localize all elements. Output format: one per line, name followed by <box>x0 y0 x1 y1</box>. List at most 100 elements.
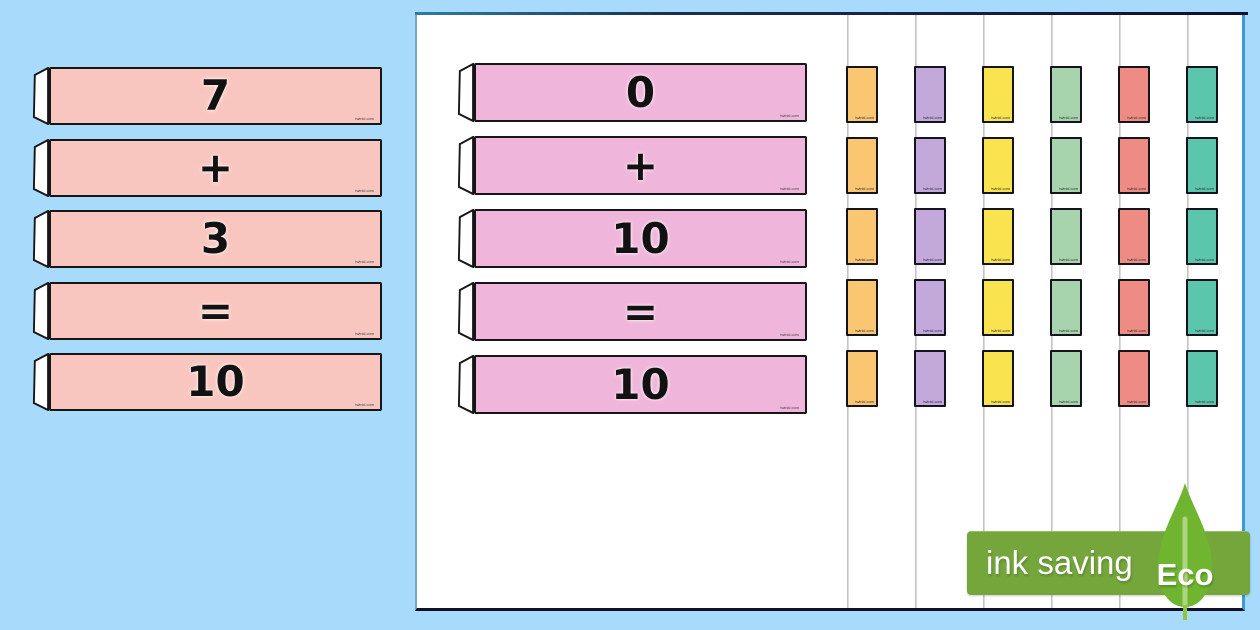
watermark: twinkl.com <box>855 399 874 404</box>
strip-end-purple-5: twinkl.com <box>914 350 946 407</box>
watermark: twinkl.com <box>1059 115 1078 120</box>
front-strip-1: 0 twinkl.com <box>457 63 807 122</box>
watermark: twinkl.com <box>1195 257 1214 262</box>
fold-tab <box>457 209 474 268</box>
strip-end-orange-1: twinkl.com <box>846 66 878 123</box>
watermark: twinkl.com <box>1195 399 1214 404</box>
strip-end-teal-4: twinkl.com <box>1186 279 1218 336</box>
strip-label: + <box>197 143 234 192</box>
watermark: twinkl.com <box>1127 186 1146 191</box>
watermark: twinkl.com <box>923 257 942 262</box>
fold-tab <box>32 139 49 197</box>
watermark: twinkl.com <box>1059 257 1078 262</box>
strip-label: = <box>197 286 234 335</box>
strip-end-purple-3: twinkl.com <box>914 208 946 265</box>
strip-end-coral-1: twinkl.com <box>1118 66 1150 123</box>
strip-end-green-1: twinkl.com <box>1050 66 1082 123</box>
fold-tab <box>32 210 49 268</box>
left-card-3: 3 twinkl.com <box>32 210 382 268</box>
watermark: twinkl.com <box>355 259 374 264</box>
strip-label: 10 <box>186 357 245 406</box>
equation-strip: 0 twinkl.com <box>474 63 807 122</box>
watermark: twinkl.com <box>355 116 374 121</box>
strip-end-yellow-1: twinkl.com <box>982 66 1014 123</box>
equation-strip: = twinkl.com <box>474 282 807 341</box>
watermark: twinkl.com <box>855 186 874 191</box>
strip-end-teal-5: twinkl.com <box>1186 350 1218 407</box>
watermark: twinkl.com <box>780 332 799 337</box>
watermark: twinkl.com <box>1195 115 1214 120</box>
strip-end-green-3: twinkl.com <box>1050 208 1082 265</box>
strip-end-orange-4: twinkl.com <box>846 279 878 336</box>
equation-strip: 7 twinkl.com <box>49 67 382 125</box>
strip-end-yellow-4: twinkl.com <box>982 279 1014 336</box>
watermark: twinkl.com <box>780 186 799 191</box>
strip-label: = <box>622 286 659 336</box>
watermark: twinkl.com <box>991 257 1010 262</box>
strip-label: 7 <box>200 71 231 120</box>
watermark: twinkl.com <box>780 113 799 118</box>
watermark: twinkl.com <box>923 328 942 333</box>
watermark: twinkl.com <box>991 115 1010 120</box>
strip-label: 0 <box>625 67 656 117</box>
watermark: twinkl.com <box>780 259 799 264</box>
watermark: twinkl.com <box>1059 328 1078 333</box>
strip-end-teal-2: twinkl.com <box>1186 137 1218 194</box>
watermark: twinkl.com <box>1059 399 1078 404</box>
ink-saving-label: ink saving <box>986 544 1133 581</box>
watermark: twinkl.com <box>923 115 942 120</box>
watermark: twinkl.com <box>355 331 374 336</box>
watermark: twinkl.com <box>855 257 874 262</box>
front-strip-2: + twinkl.com <box>457 136 807 195</box>
strip-end-coral-5: twinkl.com <box>1118 350 1150 407</box>
strip-end-purple-2: twinkl.com <box>914 137 946 194</box>
fold-tab <box>457 63 474 122</box>
watermark: twinkl.com <box>923 399 942 404</box>
watermark: twinkl.com <box>1127 115 1146 120</box>
watermark: twinkl.com <box>1195 186 1214 191</box>
strip-end-orange-3: twinkl.com <box>846 208 878 265</box>
strip-end-green-5: twinkl.com <box>1050 350 1082 407</box>
front-strip-4: = twinkl.com <box>457 282 807 341</box>
strip-end-coral-4: twinkl.com <box>1118 279 1150 336</box>
strip-end-teal-3: twinkl.com <box>1186 208 1218 265</box>
eco-label: Eco <box>1156 557 1214 592</box>
equation-strip: + twinkl.com <box>474 136 807 195</box>
equation-strip: = twinkl.com <box>49 282 382 340</box>
watermark: twinkl.com <box>991 328 1010 333</box>
fold-tab <box>457 282 474 341</box>
fold-tab <box>32 282 49 340</box>
fold-tab <box>32 353 49 411</box>
watermark: twinkl.com <box>1127 257 1146 262</box>
eco-leaf-icon <box>1158 483 1212 620</box>
watermark: twinkl.com <box>355 188 374 193</box>
fold-tab <box>457 355 474 414</box>
watermark: twinkl.com <box>1195 328 1214 333</box>
strip-end-orange-2: twinkl.com <box>846 137 878 194</box>
strip-label: 3 <box>200 214 231 263</box>
strip-end-teal-1: twinkl.com <box>1186 66 1218 123</box>
strip-end-coral-2: twinkl.com <box>1118 137 1150 194</box>
watermark: twinkl.com <box>1127 399 1146 404</box>
watermark: twinkl.com <box>991 186 1010 191</box>
watermark: twinkl.com <box>780 405 799 410</box>
strip-end-yellow-5: twinkl.com <box>982 350 1014 407</box>
strip-end-green-2: twinkl.com <box>1050 137 1082 194</box>
strip-label: + <box>622 140 659 190</box>
fold-tab <box>32 67 49 125</box>
watermark: twinkl.com <box>855 115 874 120</box>
watermark: twinkl.com <box>855 328 874 333</box>
strip-end-purple-1: twinkl.com <box>914 66 946 123</box>
strip-end-green-4: twinkl.com <box>1050 279 1082 336</box>
equation-strip: 3 twinkl.com <box>49 210 382 268</box>
left-card-4: = twinkl.com <box>32 282 382 340</box>
strip-end-purple-4: twinkl.com <box>914 279 946 336</box>
page-top-edge <box>415 12 1248 15</box>
